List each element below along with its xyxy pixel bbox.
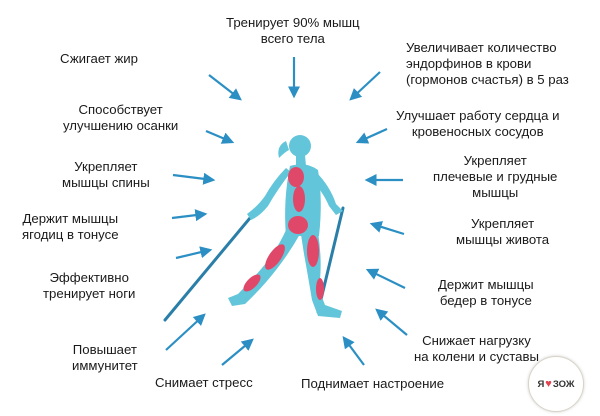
back-arm bbox=[247, 168, 291, 220]
label-stress: Снимает стресс bbox=[155, 375, 253, 390]
logo-text-left: Я bbox=[537, 378, 545, 390]
ponytail bbox=[278, 141, 289, 158]
arrow-knees bbox=[375, 308, 408, 336]
arrow-immunity bbox=[165, 313, 206, 351]
muscle-thigh-front bbox=[307, 235, 319, 267]
muscle-shoulder bbox=[288, 167, 304, 187]
front-arm bbox=[311, 172, 343, 215]
arrow-posture bbox=[205, 129, 235, 144]
arrow-thighs bbox=[365, 268, 406, 289]
arrow-stress bbox=[221, 338, 254, 366]
muscle-calf-front bbox=[316, 278, 324, 300]
label-mood: Поднимает настроение bbox=[301, 376, 445, 391]
muscle-calf-back bbox=[243, 274, 261, 292]
arrow-mood bbox=[342, 336, 365, 366]
pole-left bbox=[163, 216, 252, 322]
arrow-back bbox=[172, 172, 216, 185]
back-leg bbox=[228, 228, 300, 306]
arrow-glutes bbox=[171, 209, 208, 222]
arrows bbox=[165, 57, 408, 366]
muscle-glute bbox=[288, 216, 308, 234]
arrow-heart bbox=[355, 127, 388, 144]
arrow-endorphins bbox=[349, 71, 381, 101]
label-burns-fat: Сжигает жир bbox=[60, 51, 138, 66]
logo-text-right: ЗОЖ bbox=[552, 378, 575, 390]
arrow-abs bbox=[369, 221, 405, 236]
muscle-thigh-back bbox=[265, 244, 285, 270]
arrow-burns-fat bbox=[208, 74, 242, 101]
logo-badge: Я♥ЗОЖ bbox=[528, 356, 584, 412]
heart-icon: ♥ bbox=[545, 378, 552, 390]
walker-figure bbox=[163, 135, 345, 322]
neck bbox=[296, 155, 306, 166]
head bbox=[289, 135, 311, 157]
muscle-back bbox=[293, 186, 305, 212]
arrow-legs bbox=[175, 246, 213, 260]
